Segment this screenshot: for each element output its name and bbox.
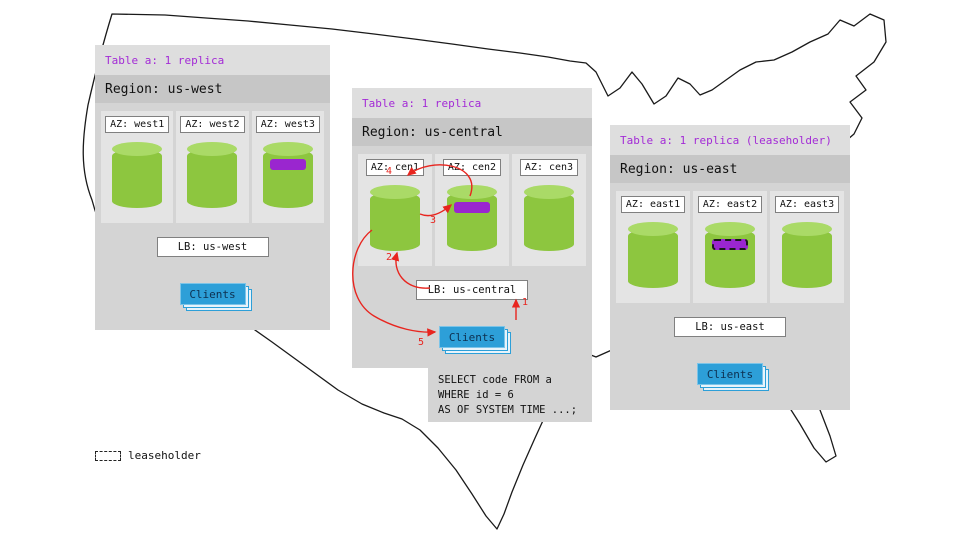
table-replica-header: Table a: 1 replica: [95, 45, 330, 75]
az-label: AZ: cen2: [442, 159, 502, 176]
cylinder-body: [628, 229, 678, 288]
clients-button: Clients: [697, 363, 763, 385]
cylinder-top: [187, 142, 238, 156]
az-label: AZ: west1: [105, 116, 170, 133]
load-balancer-box: LB: us-central: [416, 280, 528, 300]
sql-query-note: SELECT code FROM a WHERE id = 6 AS OF SY…: [428, 368, 592, 422]
region-title: Region: us-central: [352, 118, 592, 146]
cylinder-top: [705, 222, 755, 236]
az-column-east2: AZ: east2: [693, 191, 767, 303]
table-replica-header: Table a: 1 replica: [352, 88, 592, 118]
load-balancer-box: LB: us-east: [674, 317, 786, 337]
cylinder-body: [262, 149, 313, 208]
db-cylinder: [112, 142, 163, 208]
db-cylinder: [447, 185, 497, 251]
sql-line: SELECT code FROM a: [438, 374, 552, 386]
region-title: Region: us-east: [610, 155, 850, 183]
leaseholder-replica-band: [712, 239, 748, 250]
az-label: AZ: east1: [620, 196, 686, 213]
region-title: Region: us-west: [95, 75, 330, 103]
sql-line: AS OF SYSTEM TIME ...;: [438, 404, 578, 417]
az-column-west1: AZ: west1: [101, 111, 174, 223]
az-column-cen2: AZ: cen2: [435, 154, 509, 266]
cylinder-top: [112, 142, 163, 156]
az-label: AZ: west3: [255, 116, 320, 133]
az-column-west3: AZ: west3: [251, 111, 324, 223]
cylinder-body: [782, 229, 832, 288]
cylinder-body: [524, 192, 574, 251]
cylinder-body: [370, 192, 420, 251]
az-label: AZ: cen1: [365, 159, 425, 176]
replica-band: [269, 159, 306, 170]
az-label: AZ: east3: [774, 196, 840, 213]
cylinder-body: [187, 149, 238, 208]
region-card-us-east: Table a: 1 replica (leaseholder) Region:…: [610, 125, 850, 410]
legend-label: leaseholder: [128, 449, 201, 462]
db-cylinder: [705, 222, 755, 288]
db-cylinder: [524, 185, 574, 251]
az-column-east1: AZ: east1: [616, 191, 690, 303]
cylinder-top: [782, 222, 832, 236]
az-row: AZ: cen1 AZ: cen2 AZ: cen3: [358, 154, 586, 266]
load-balancer-box: LB: us-west: [156, 237, 269, 257]
cylinder-body: [705, 229, 755, 288]
az-column-west2: AZ: west2: [176, 111, 249, 223]
table-replica-header: Table a: 1 replica (leaseholder): [610, 125, 850, 155]
az-row: AZ: west1 AZ: west2 AZ: west3: [101, 111, 324, 223]
clients-button: Clients: [439, 326, 505, 348]
cylinder-body: [447, 192, 497, 251]
db-cylinder: [782, 222, 832, 288]
replica-band: [454, 202, 490, 213]
az-label: AZ: west2: [180, 116, 245, 133]
az-label: AZ: cen3: [519, 159, 579, 176]
az-label: AZ: east2: [697, 196, 763, 213]
cylinder-top: [524, 185, 574, 199]
cylinder-top: [628, 222, 678, 236]
cylinder-body: [112, 149, 163, 208]
db-cylinder: [187, 142, 238, 208]
db-cylinder: [370, 185, 420, 251]
db-cylinder: [628, 222, 678, 288]
clients-button: Clients: [179, 283, 246, 305]
az-column-cen1: AZ: cen1: [358, 154, 432, 266]
region-card-us-west: Table a: 1 replica Region: us-west AZ: w…: [95, 45, 330, 330]
legend: leaseholder: [95, 449, 201, 462]
az-column-east3: AZ: east3: [770, 191, 844, 303]
cylinder-top: [447, 185, 497, 199]
cylinder-top: [262, 142, 313, 156]
az-row: AZ: east1 AZ: east2 AZ: east3: [616, 191, 844, 303]
leaseholder-swatch-icon: [95, 450, 121, 461]
sql-line: WHERE id = 6: [438, 389, 514, 402]
db-cylinder: [262, 142, 313, 208]
cylinder-top: [370, 185, 420, 199]
region-card-us-central: Table a: 1 replica Region: us-central AZ…: [352, 88, 592, 368]
az-column-cen3: AZ: cen3: [512, 154, 586, 266]
